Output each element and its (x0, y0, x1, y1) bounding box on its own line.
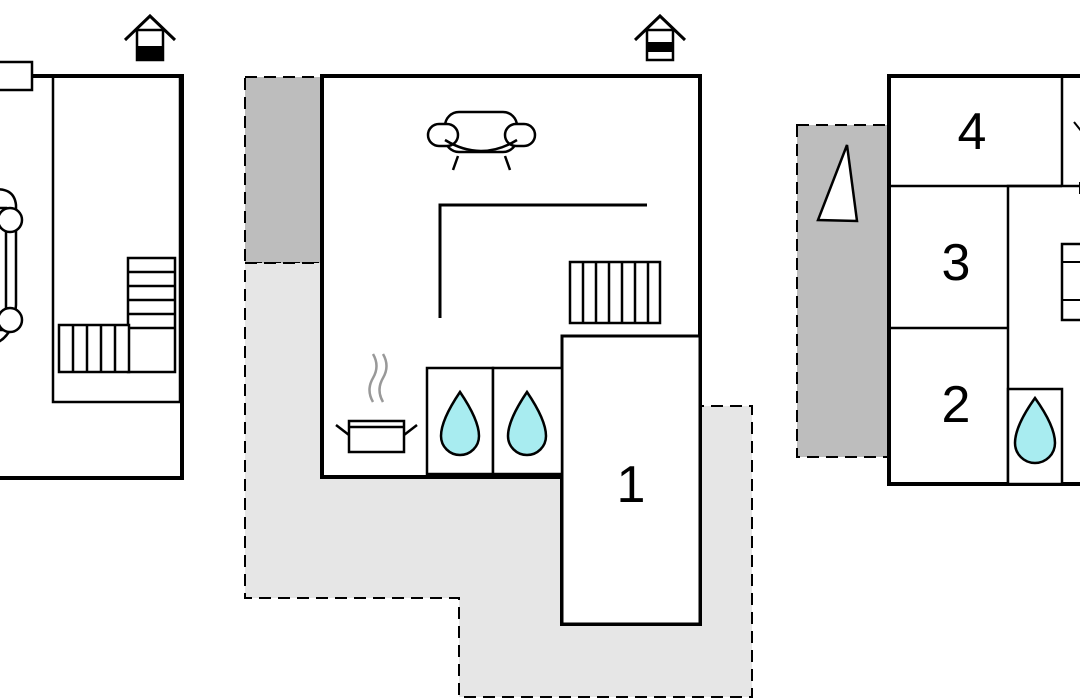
partial-stairs-icon (1060, 242, 1080, 322)
house-entrance-icon (633, 13, 687, 62)
room-4-label: 4 (958, 103, 987, 161)
covered-area (244, 76, 323, 264)
water-drop-icon (506, 389, 548, 457)
north-arrow-icon (816, 144, 859, 223)
car-icon (0, 188, 24, 343)
room-3-label: 3 (942, 234, 971, 292)
water-drop-icon (439, 389, 481, 457)
floor-plan-right: 4 3 2 (796, 74, 1080, 486)
house-entrance-icon (123, 13, 177, 62)
floor-plan-left (0, 13, 184, 480)
stairs-icon (568, 260, 662, 325)
floor-plan-middle: 1 (244, 13, 753, 698)
room-2-label: 2 (942, 376, 971, 434)
water-drop-icon (1013, 395, 1057, 465)
left-inner-room (51, 74, 182, 404)
room-1 (560, 334, 702, 626)
cooking-pot-icon (335, 353, 418, 454)
sofa-icon (426, 110, 537, 171)
stairs-icon (57, 256, 177, 374)
partition-wall (438, 203, 647, 318)
meter-box (0, 60, 34, 92)
room-1-label: 1 (617, 456, 646, 514)
partial-icon (1073, 121, 1080, 132)
